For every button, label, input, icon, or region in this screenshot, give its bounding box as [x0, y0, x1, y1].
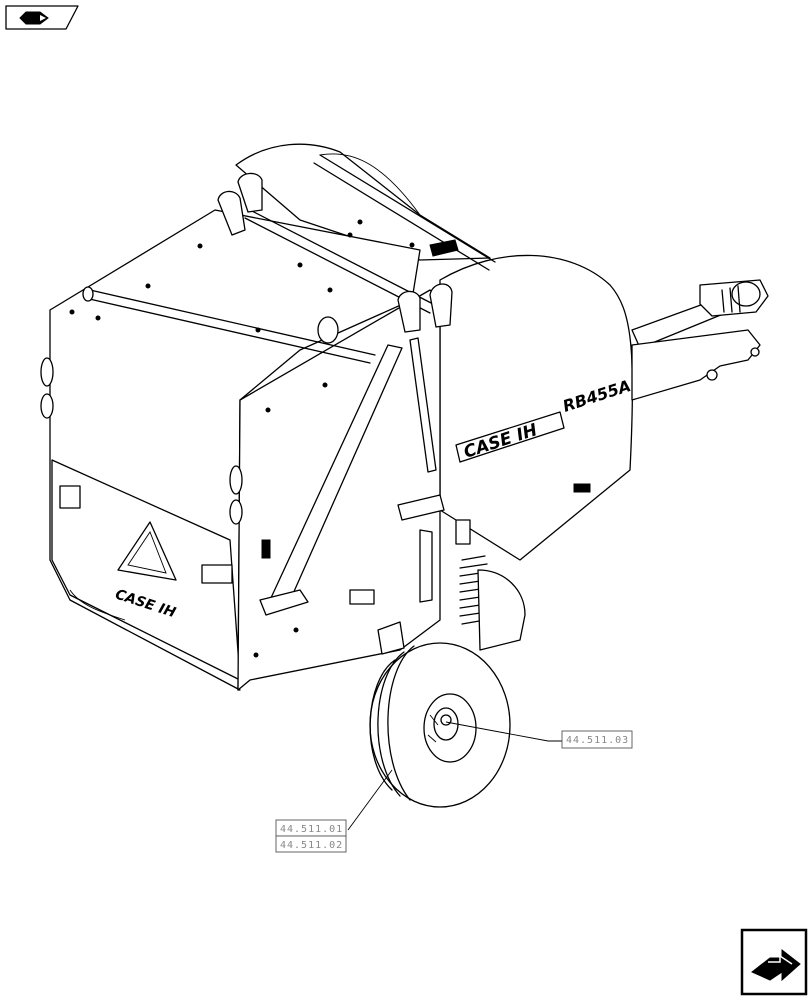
- next-page-arrow-icon: [751, 948, 801, 982]
- ref-label-tire-1: 44.511.01: [280, 824, 343, 835]
- callout-tire[interactable]: 44.511.01 44.511.02: [275, 769, 393, 853]
- callout-wheel-hub[interactable]: 44.511.03: [445, 721, 633, 749]
- next-page-button[interactable]: [740, 928, 808, 996]
- ref-label-wheel-hub: 44.511.03: [566, 735, 629, 746]
- wheel-assembly: [369, 642, 511, 808]
- ref-label-tire-2: 44.511.02: [280, 840, 343, 851]
- previous-page-tab[interactable]: [5, 5, 79, 30]
- suspension-spring: [459, 555, 488, 625]
- baler-assembly: CASE IH CASE IH RB455A: [40, 143, 769, 691]
- previous-page-arrow-icon: [19, 11, 49, 25]
